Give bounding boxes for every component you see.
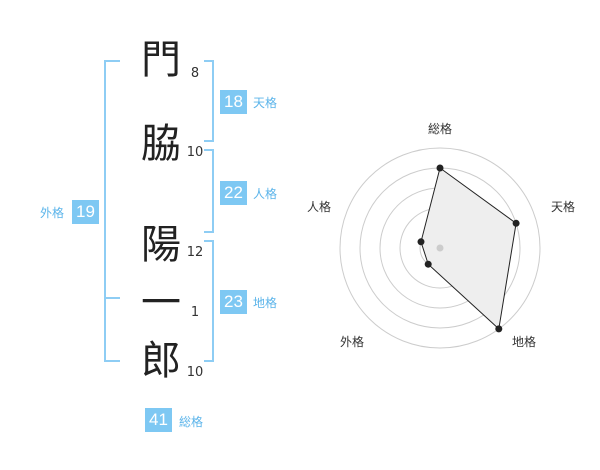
gaikaku-bracket-tick — [104, 297, 120, 299]
tenkaku-bracket — [204, 60, 214, 142]
radar-axis-label-jinkaku: 人格 — [307, 199, 331, 214]
soukaku-label: 総格 — [179, 415, 204, 429]
stroke-count-3: 12 — [186, 245, 204, 260]
radar-axis-label-chikaku: 地格 — [512, 334, 536, 349]
radar-point-4 — [424, 260, 432, 268]
stroke-count-1: 8 — [190, 66, 200, 81]
stroke-count-4: 1 — [190, 305, 200, 320]
name-char-2: 脇 — [141, 121, 181, 167]
chikaku-value: 23 — [220, 290, 247, 314]
radar-ring-5 — [339, 147, 541, 349]
tenkaku-label: 天格 — [253, 96, 278, 110]
radar-points — [417, 164, 520, 333]
jinkaku-label: 人格 — [253, 187, 278, 201]
gaikaku-value: 19 — [72, 200, 99, 224]
soukaku-value: 41 — [145, 408, 172, 432]
tenkaku-value: 18 — [220, 90, 247, 114]
jinkaku-bracket — [204, 149, 214, 233]
stroke-count-5: 10 — [186, 365, 204, 380]
chikaku-bracket — [204, 240, 214, 362]
radar-point-3 — [495, 325, 503, 333]
radar-point-5 — [417, 238, 425, 246]
radar-center-dot — [436, 244, 444, 252]
radar-axis-label-gaikaku: 外格 — [340, 334, 364, 349]
stroke-count-2: 10 — [186, 145, 204, 160]
radar-axis-label-tenkaku: 天格 — [551, 199, 575, 214]
radar-series-area — [420, 167, 517, 330]
name-char-4: 一 — [141, 280, 181, 326]
radar-axis-label-soukaku: 総格 — [428, 121, 452, 136]
radar-point-1 — [436, 164, 444, 172]
radar-point-2 — [512, 219, 520, 227]
gaikaku-bracket — [104, 60, 120, 362]
name-char-3: 陽 — [141, 222, 181, 268]
gaikaku-label: 外格 — [40, 206, 65, 220]
name-char-5: 郎 — [141, 338, 181, 384]
chikaku-label: 地格 — [253, 296, 278, 310]
jinkaku-value: 22 — [220, 181, 247, 205]
name-char-1: 門 — [141, 37, 181, 83]
